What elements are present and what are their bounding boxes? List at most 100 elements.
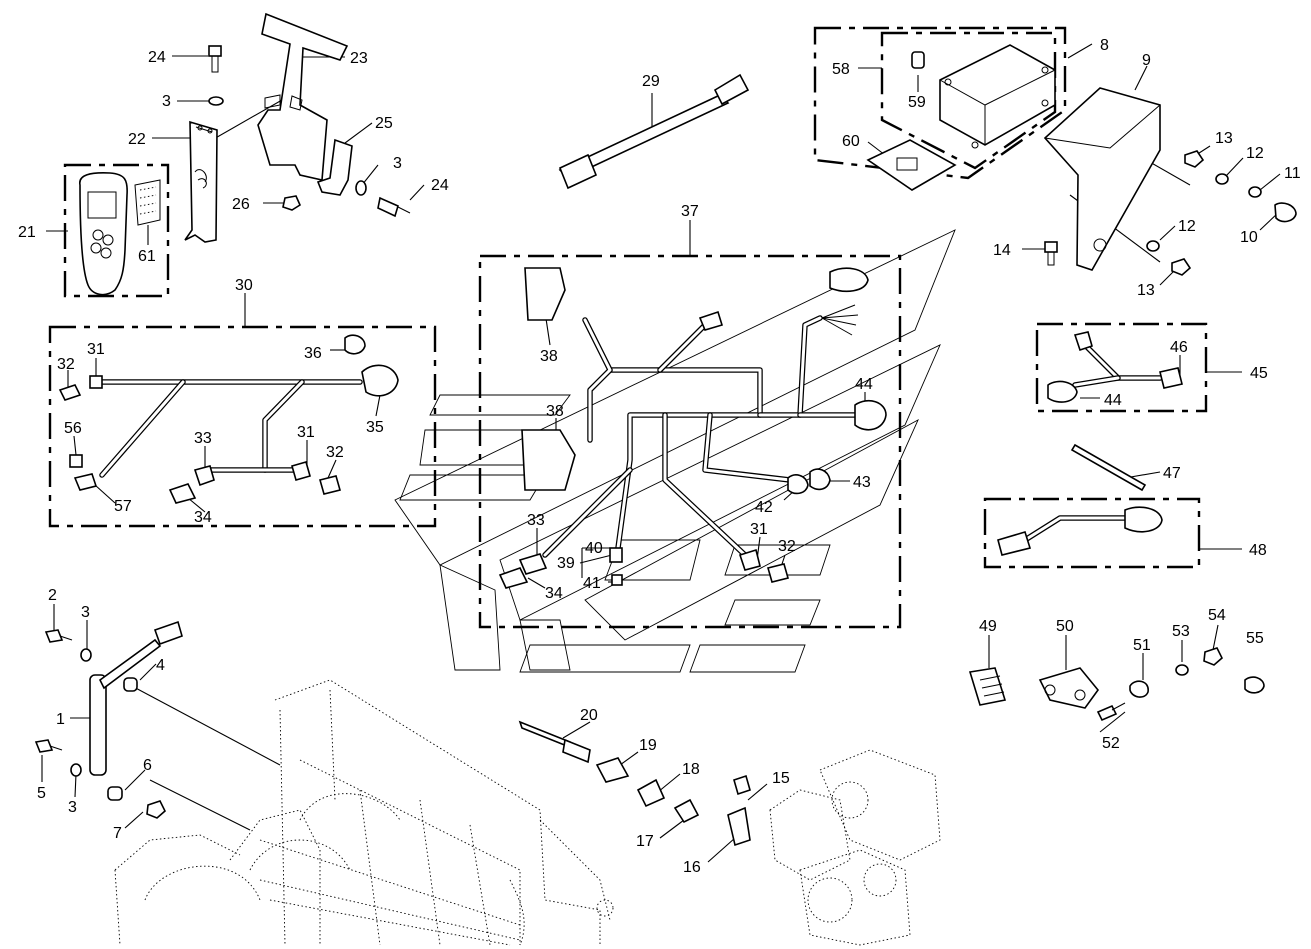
callout-label: 43 [853,474,871,491]
nut-54 [1203,647,1223,666]
circuit-board-60 [866,139,957,191]
sensor-cable-20 [518,720,591,764]
callout-label: 59 [908,94,926,111]
callout-label: 31 [750,521,768,538]
callout-label: 16 [683,859,701,876]
callout-label: 7 [113,825,122,842]
callout-label: 34 [194,509,212,526]
callout-label: 60 [842,133,860,150]
nut-26 [282,195,302,211]
nut-13-bottom [1171,258,1192,276]
fitting-49 [968,667,1007,706]
spacer-4 [123,677,138,692]
callout-label: 24 [148,49,166,66]
clamp-block-50 [1038,667,1100,709]
nut-13-top [1184,150,1205,168]
callout-label: 40 [585,540,603,557]
bracket-22 [184,120,218,243]
callout-label: 37 [681,203,699,220]
callout-label: 52 [1102,735,1120,752]
callout-label: 19 [639,737,657,754]
harness-30 [58,334,399,504]
bracket-23 [257,12,349,181]
nut-55 [1244,676,1265,694]
group-box-58 [880,31,1057,170]
connector-19 [595,757,630,783]
callout-label: 55 [1246,630,1264,647]
bracket-25 [316,138,353,196]
callout-label: 14 [993,242,1011,259]
elbow-16 [727,806,751,847]
grease-nipple-15 [733,774,751,796]
harness-37 [498,267,887,589]
cap-10 [1274,202,1297,223]
machine-frame-dotted [114,679,941,946]
callout-label: 32 [326,444,344,461]
callout-label: 15 [772,770,790,787]
callout-label: 22 [128,131,146,148]
callout-label: 35 [366,419,384,436]
callout-label: 51 [1133,637,1151,654]
screw-2 [44,629,73,643]
callout-label: 32 [57,356,75,373]
callout-label: 48 [1249,542,1267,559]
callout-label: 38 [546,403,564,420]
callout-label: 45 [1250,365,1268,382]
control-box-8 [939,44,1056,149]
callout-label: 33 [194,430,212,447]
screw-52 [1096,702,1126,722]
callout-label: 12 [1178,218,1196,235]
callout-label: 44 [1104,392,1122,409]
callout-label: 5 [37,785,46,802]
callout-label: 24 [431,177,449,194]
screw-5 [34,739,63,753]
callout-label: 49 [979,618,997,635]
plug-59 [911,51,925,69]
washer-3-top [208,96,224,106]
callout-label: 31 [87,341,105,358]
callout-label: 12 [1246,145,1264,162]
callout-label: 13 [1137,282,1155,299]
callout-label: 33 [527,512,545,529]
callout-label: 17 [636,833,654,850]
keypad-overlay-61 [134,179,161,226]
callout-label: 11 [1284,165,1301,182]
callout-label: 36 [304,345,322,362]
callout-label: 9 [1142,52,1151,69]
washer-12-bottom [1146,240,1160,252]
group-box-8 [813,26,1067,180]
group-box-30 [48,325,437,528]
callout-label: 29 [642,73,660,90]
group-box-48 [983,497,1201,569]
screw-24-top [208,45,222,73]
callout-label: 57 [114,498,132,515]
callout-label: 10 [1240,229,1258,246]
harness-45 [1047,331,1183,403]
washer-3-left-bottom [70,763,82,777]
callout-label: 50 [1056,618,1074,635]
clamp-51 [1129,680,1149,698]
washer-12-top [1215,173,1229,185]
callout-labels: 1 2 3 3 3 3 4 5 6 7 8 9 10 11 12 12 13 1… [18,37,1301,876]
callout-label: 58 [832,61,850,78]
cable-tie-47 [1070,443,1147,492]
callout-label: 53 [1172,623,1190,640]
callout-label: 34 [545,585,563,602]
callout-label: 39 [557,555,575,572]
group-box-45 [1035,322,1208,413]
washer-3-right [355,180,367,196]
washer-11 [1248,186,1262,198]
callout-label: 32 [778,538,796,555]
washer-3-left-top [80,648,92,662]
fitting-18 [636,778,666,808]
callout-label: 47 [1163,465,1181,482]
washer-53 [1175,664,1189,676]
callout-label: 13 [1215,130,1233,147]
callout-label: 4 [156,657,165,674]
callout-label: 20 [580,707,598,724]
callout-label: 18 [682,761,700,778]
callout-label: 41 [583,575,601,592]
callout-label: 1 [56,711,65,728]
